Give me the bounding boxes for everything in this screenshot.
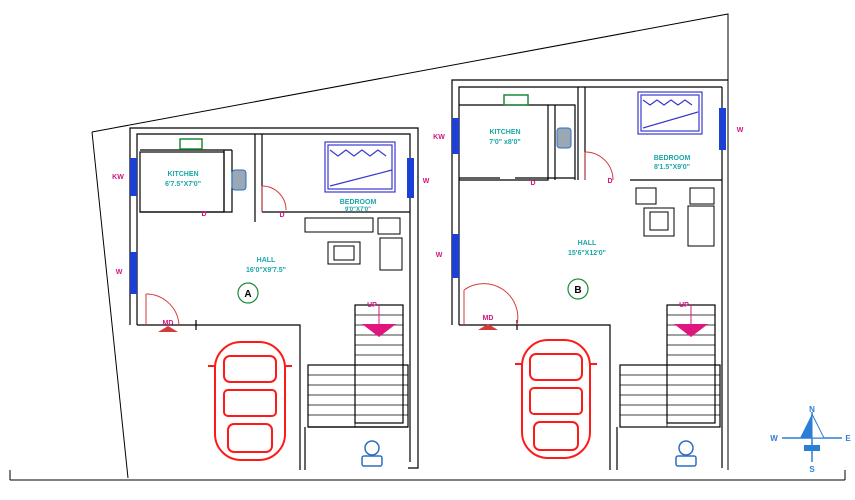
unit-b-marker-circle	[567, 278, 589, 300]
unit-a-stove-icon	[179, 138, 203, 150]
unit-b-stair-arrow	[674, 324, 708, 337]
unit-b-bedroom-name: BEDROOM	[654, 155, 691, 162]
unit-a-bed-icon	[324, 141, 396, 193]
unit-a-hall-size: 16'0"X9'7.5"	[246, 267, 286, 274]
compass-n: N	[809, 405, 815, 414]
unit-b-marker: B	[574, 285, 581, 296]
unit-a-label-kw: KW	[112, 174, 124, 181]
compass-icon	[782, 412, 842, 462]
unit-a-bedroom-name: BEDROOM	[340, 199, 377, 206]
unit-b-stove-icon	[503, 94, 529, 106]
unit-a-label-up: UP	[367, 302, 377, 309]
unit-b-label-md: MD	[483, 315, 494, 322]
unit-a-md-threshold	[158, 326, 178, 332]
unit-b-windows	[452, 108, 726, 278]
unit-b-sofa-set-icon	[635, 187, 715, 247]
unit-b-hall-name: HALL	[578, 240, 597, 247]
unit-a-sofa-set-icon	[304, 217, 403, 271]
unit-a-bedroom-size: 9'0"X7'0"	[345, 207, 371, 213]
unit-a-label-md: MD	[163, 320, 174, 327]
unit-b-stairs	[620, 314, 720, 427]
unit-a-kitchen-name: KITCHEN	[167, 171, 198, 178]
unit-a-label-d-kitchen: D	[201, 211, 206, 218]
unit-a-marker: A	[244, 289, 251, 300]
unit-a-doors	[145, 185, 287, 326]
unit-b-bedroom-size: 8'1.5"X9'0"	[654, 164, 690, 171]
unit-a-label-w-left: W	[116, 269, 123, 276]
unit-a-walls	[129, 127, 419, 470]
unit-a-car-icon	[208, 341, 292, 461]
unit-a-windows	[130, 158, 414, 294]
compass-s: S	[809, 465, 815, 474]
unit-b-label-kw: KW	[433, 134, 445, 141]
unit-b-kitchen-name: KITCHEN	[489, 129, 520, 136]
unit-b-hall-size: 15'6"X12'0"	[568, 250, 606, 257]
unit-a-marker-circle	[237, 282, 259, 304]
unit-b-md-threshold	[478, 324, 498, 330]
unit-a-label-d-bedroom: D	[279, 212, 284, 219]
unit-b-label-d-bedroom: D	[607, 178, 612, 185]
unit-b-car-icon	[515, 339, 597, 459]
unit-b-label-w-left: W	[436, 252, 443, 259]
compass-w: W	[770, 434, 778, 443]
unit-a-stair-arrow	[362, 324, 396, 337]
unit-b-label-d-kitchen: D	[530, 180, 535, 187]
unit-b-label-up: UP	[679, 302, 689, 309]
unit-b-bed-icon	[637, 91, 703, 135]
unit-a-stairs	[308, 314, 408, 427]
site-boundary	[9, 13, 846, 481]
unit-b-label-w-bedroom: W	[737, 127, 744, 134]
unit-b-kitchen-size: 7'0" x8'0"	[489, 139, 520, 146]
compass-e: E	[845, 434, 851, 443]
unit-a-hall-name: HALL	[257, 257, 276, 264]
unit-b-doors	[463, 151, 614, 326]
unit-a-kitchen-size: 6'7.5"X7'0"	[165, 181, 201, 188]
unit-b-sink-icon	[556, 127, 572, 149]
unit-b-entry-fixture-icon	[675, 440, 697, 467]
unit-a-entry-fixture-icon	[361, 440, 383, 467]
unit-a-sink-icon	[231, 169, 247, 191]
unit-a-label-w-bedroom: W	[423, 178, 430, 185]
